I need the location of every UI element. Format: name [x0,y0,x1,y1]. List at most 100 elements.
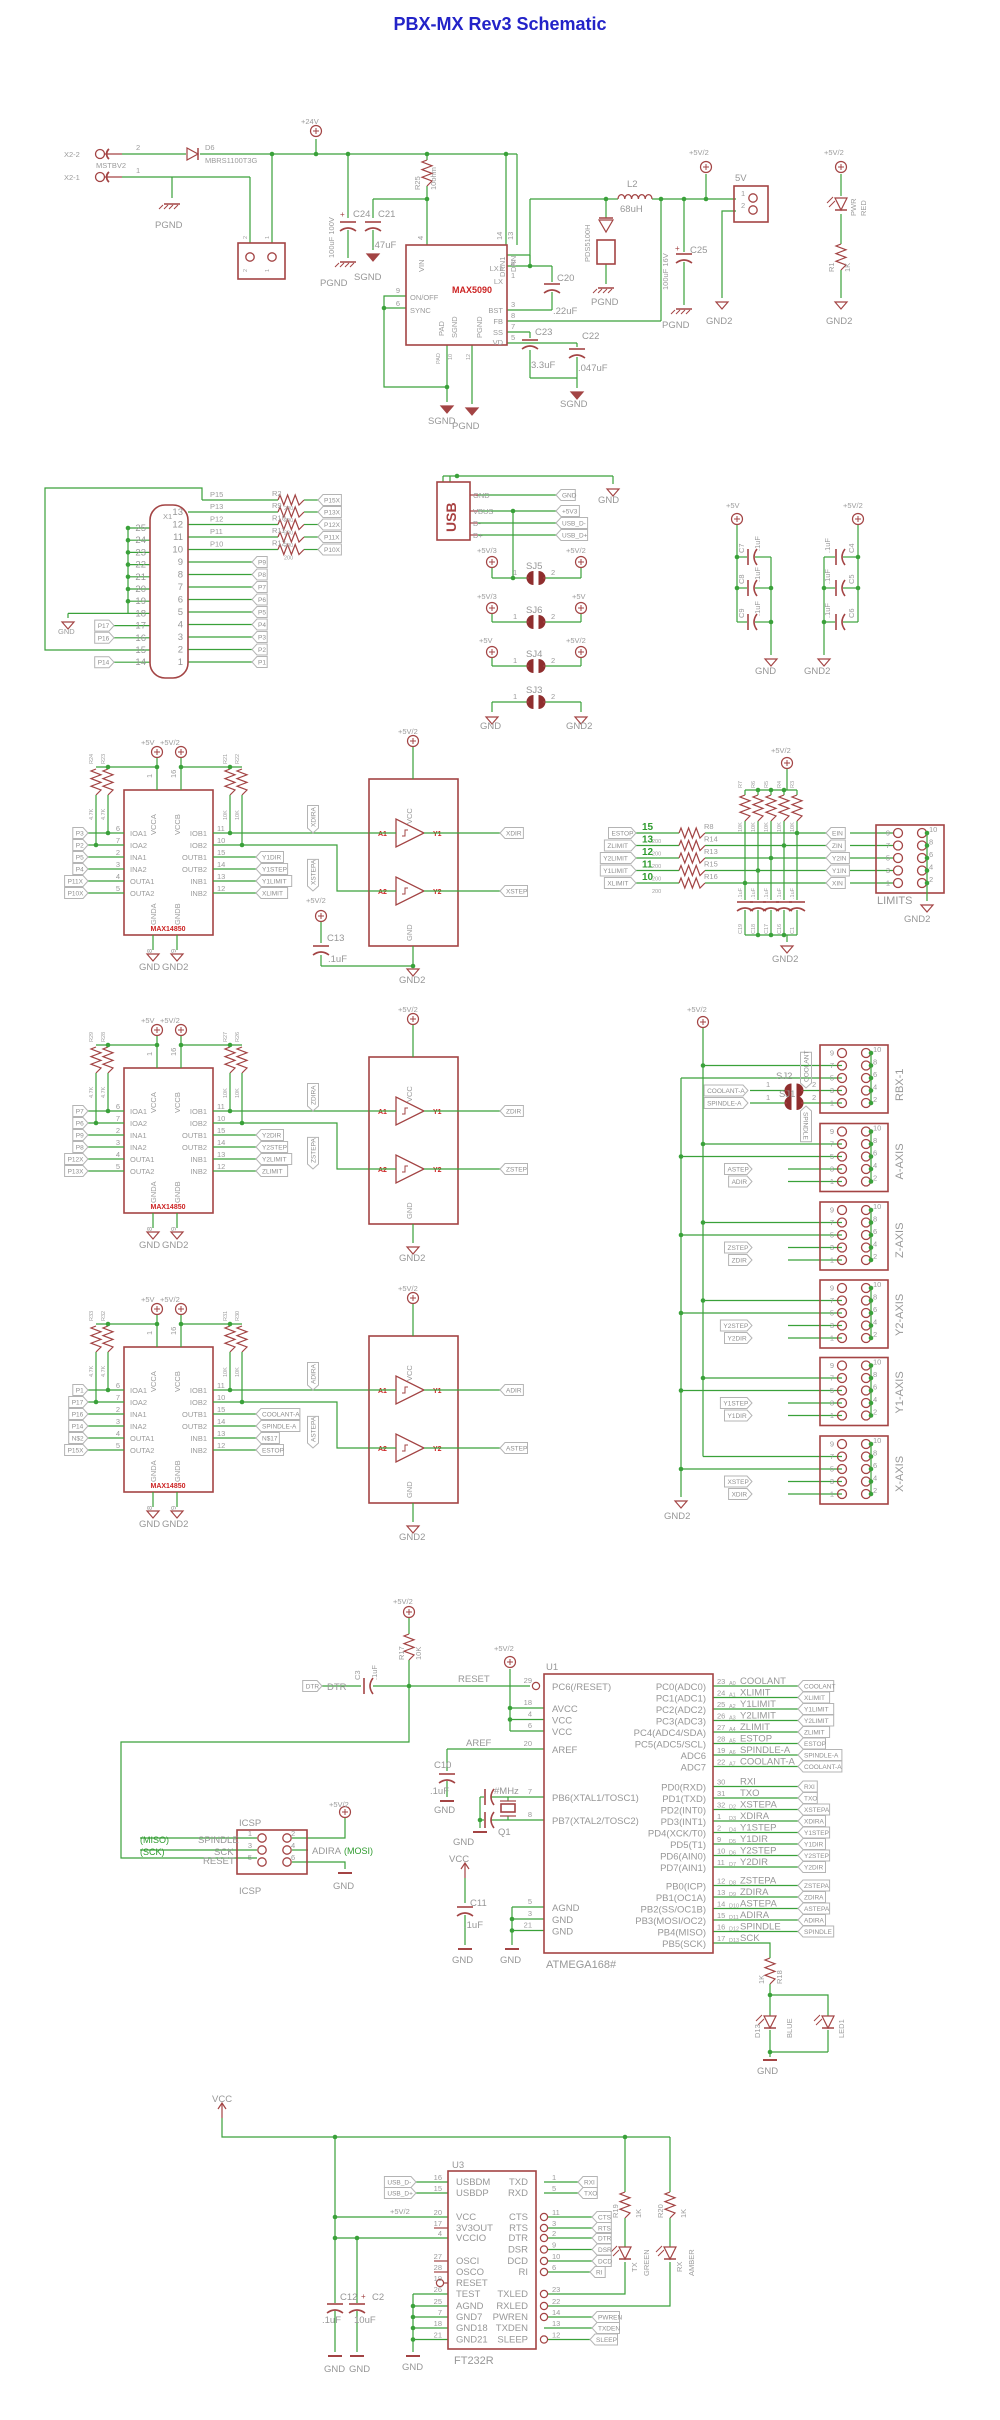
schematic-label: SS [493,328,503,337]
schematic-label: .1uF [751,887,757,899]
schematic-label: R6 [751,781,757,788]
net-flag-outline [302,1680,323,1692]
schematic-label: 200 [284,531,293,537]
schematic-label: 4.7K [89,1086,95,1098]
wire [158,204,164,210]
net-flag-label: P6 [76,1121,84,1128]
net-flag-label: ZLIMIT [262,1169,283,1176]
wire [607,288,613,294]
junction-dot [700,1298,706,1303]
schematic-label: 24 [717,1689,725,1698]
pin-circle [836,1282,848,1294]
schematic-label: 2 [551,656,555,665]
net-flag-label: COOLANT-A [707,1088,745,1095]
net-flag-outline [591,2222,612,2234]
net-flag-outline [797,1879,831,1892]
schematic-label: 200 [652,889,661,895]
resistor-icon [223,768,237,796]
schematic-label: 5 [528,1897,532,1906]
ground-symbol-icon [405,1246,421,1255]
inverted-pin-bubble [539,2233,549,2243]
schematic-label: 28 [717,1735,725,1744]
schematic-label: IOA2 [130,841,147,850]
schematic-label: VCC [212,2094,232,2105]
resistor-icon [763,1957,777,1985]
junction-dot [821,619,827,625]
schmitt-icon [402,1386,408,1394]
net-flag: ZLIMIT [255,1165,289,1177]
net-flag: Y2STEP [797,1849,831,1862]
schematic-label: 4.7K [89,808,95,820]
schematic-label: D9 [729,1892,736,1898]
schematic-label: 7 [438,2308,442,2317]
net-flag: XDIRA [797,1815,826,1827]
net-flag-label: P1 [258,660,266,667]
schematic-label: 10 [642,872,654,883]
schematic-label: OUTA1 [130,1434,154,1443]
junction-dot [509,1916,515,1922]
schematic-label: .1uF [777,887,783,899]
schematic-label: 16 [717,1923,725,1932]
schematic-label: ADC6 [681,1751,706,1762]
net-flag: ZDIRA [307,1083,319,1112]
schematic-label: 1 [886,879,890,888]
net-flag-outline [591,2232,612,2244]
schematic-label: DSR [508,2245,528,2256]
pin-circle [836,1410,848,1421]
pin-circle [836,1385,848,1396]
power-symbol-icon [574,601,588,615]
net-flag-outline [317,531,342,543]
schematic-label: ADIRA [312,1846,342,1857]
junction-dot [444,384,450,390]
net-flag: P15X [64,1444,89,1456]
junction-dot [410,2325,416,2331]
schematic-label: ATMEGA168# [546,1959,617,1971]
junction-dot [700,1141,706,1147]
schematic-label: C25 [690,245,707,256]
schematic-label: D5 [729,1839,736,1845]
schematic-label: +5V/2 [771,746,791,755]
net-flag-outline [255,887,289,899]
schematic-label: VCC [405,1086,414,1102]
schematic-label: GND [598,495,619,506]
net-flag: XSTEP [724,1475,753,1488]
resistor-icon [89,1325,103,1353]
net-flag-label: P6 [258,597,266,604]
net-flag-label: USB_D+ [562,533,588,540]
net-flag: P8 [251,568,268,581]
schematic-label: .1uF [753,567,762,582]
schematic-label: 2 [717,1824,721,1833]
schematic-label: PWR [849,198,858,216]
ground-symbol-icon [145,1231,161,1240]
net-flag-label: XSTEP [506,889,527,896]
net-flag: P12X [317,518,342,531]
schematic-label: PWREN [493,2312,529,2323]
schematic-label: 4 [178,620,183,631]
schematic-label: 4.7K [89,1365,95,1377]
net-flag: Y1STEP [797,1826,831,1839]
net-flag-label: P16 [98,635,110,642]
schematic-label: C17 [764,924,770,934]
schematic-label: 4 [873,1395,877,1404]
schematic-label: PB6(XTAL1/TOSC1) [552,1793,639,1804]
resistor-icon [277,505,305,519]
net-flag: XLIMIT [603,877,637,889]
schematic-label: 10 [873,1202,881,1211]
resistor-icon [678,826,706,840]
schematic-label: VCC [552,1727,572,1738]
capacitor-icon [339,227,357,232]
schematic-label: 2 [551,612,555,621]
net-flag: P5 [72,851,89,863]
schematic-label: C11 [470,1898,487,1909]
ground-symbol-icon [439,405,455,414]
schematic-label: 10 [873,1045,881,1054]
net-flag-outline [591,2322,620,2334]
schematic-label: USB [443,502,459,532]
schematic-label: RED [859,200,868,216]
schematic-label: 2 [551,568,555,577]
schematic-label: .1uF [790,887,796,899]
net-flag: RTS [591,2222,612,2234]
schematic-label: 1 [145,774,154,778]
schematic-label: +5V/3 [477,592,497,601]
